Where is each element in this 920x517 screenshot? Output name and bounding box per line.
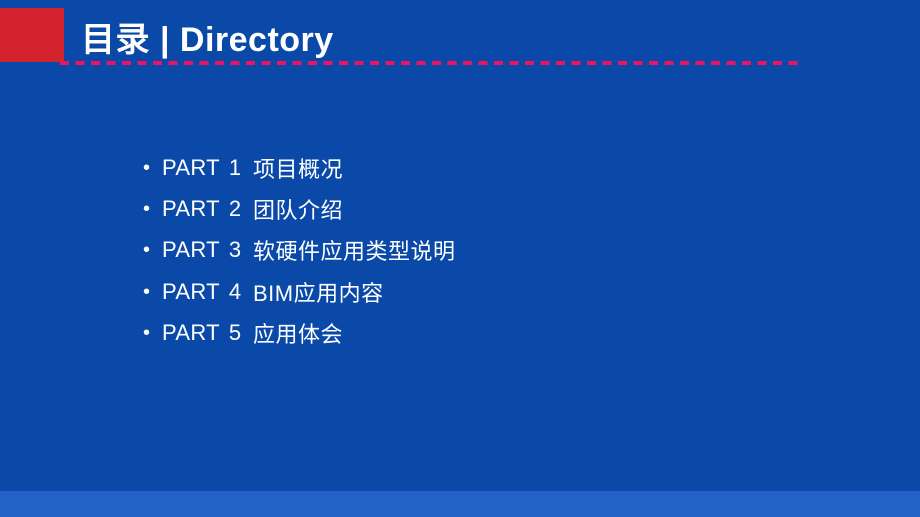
toc-item: • PART 4 BIM应用内容 [143, 271, 456, 312]
toc-item-title: 应用体会 [253, 321, 344, 347]
toc-item-title: 软硬件应用类型说明 [253, 239, 456, 265]
toc-item-title: BIM应用内容 [253, 280, 384, 306]
bullet-icon: • [143, 321, 151, 344]
toc-part-label: PART 1 [162, 154, 242, 180]
toc-item: • PART 5 应用体会 [143, 312, 456, 353]
bullet-icon: • [143, 156, 151, 179]
page-title: 目录 | Directory [81, 21, 334, 59]
toc-list: • PART 1 项目概况 • PART 2 团队介绍 • PART 3 软硬件… [143, 147, 456, 353]
footer-band [0, 491, 920, 517]
dashed-divider [60, 61, 799, 65]
toc-item-title: 项目概况 [253, 156, 344, 182]
toc-item: • PART 3 软硬件应用类型说明 [143, 230, 456, 271]
toc-part-label: PART 5 [162, 319, 242, 345]
bullet-icon: • [143, 239, 151, 262]
bullet-icon: • [143, 280, 151, 303]
bullet-icon: • [143, 197, 151, 220]
toc-part-label: PART 2 [162, 195, 242, 221]
toc-item: • PART 2 团队介绍 [143, 188, 456, 229]
toc-part-label: PART 3 [162, 237, 242, 263]
toc-item: • PART 1 项目概况 [143, 147, 456, 188]
toc-item-title: 团队介绍 [253, 197, 344, 223]
title-accent-block [0, 8, 64, 62]
toc-part-label: PART 4 [162, 278, 242, 304]
